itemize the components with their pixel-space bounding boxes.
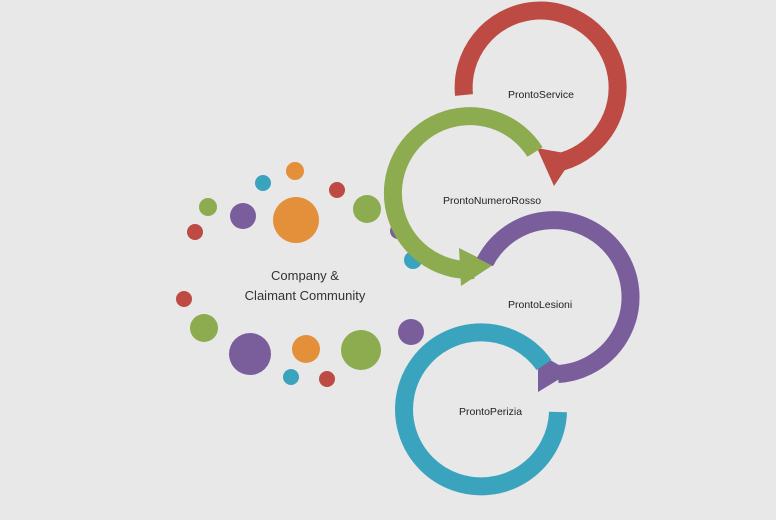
dot <box>286 162 304 180</box>
community-label-line2: Claimant Community <box>244 288 366 303</box>
dot <box>176 291 192 307</box>
dot <box>255 175 271 191</box>
dot <box>190 314 218 342</box>
ring <box>454 1 627 172</box>
arrowhead-icon <box>459 248 493 286</box>
arrowhead-icon <box>537 148 575 186</box>
dot <box>229 333 271 375</box>
dot <box>187 224 203 240</box>
cycle-label-prontolesioni: ProntoLesioni <box>508 299 573 311</box>
dot <box>341 330 381 370</box>
dot <box>230 203 256 229</box>
cycle-arrow-prontonumerorosso <box>383 107 543 286</box>
cycle-arrow-prontoperizia <box>395 323 567 496</box>
dot <box>273 197 319 243</box>
cycle-label-prontoperizia: ProntoPerizia <box>459 406 523 418</box>
ring <box>383 107 543 280</box>
dot <box>398 319 424 345</box>
dot <box>319 371 335 387</box>
ring <box>395 323 567 496</box>
dot <box>199 198 217 216</box>
ring <box>476 211 640 383</box>
dot <box>292 335 320 363</box>
cycle-label-prontoservice: ProntoService <box>508 89 574 101</box>
cycle-arrow-prontoservice <box>454 1 627 186</box>
dot <box>329 182 345 198</box>
community-label-line1: Company & <box>271 268 339 283</box>
dot <box>283 369 299 385</box>
dot <box>353 195 381 223</box>
community-label: Company & Claimant Community <box>200 266 410 306</box>
cycle-label-prontonumerorosso: ProntoNumeroRosso <box>443 195 542 207</box>
